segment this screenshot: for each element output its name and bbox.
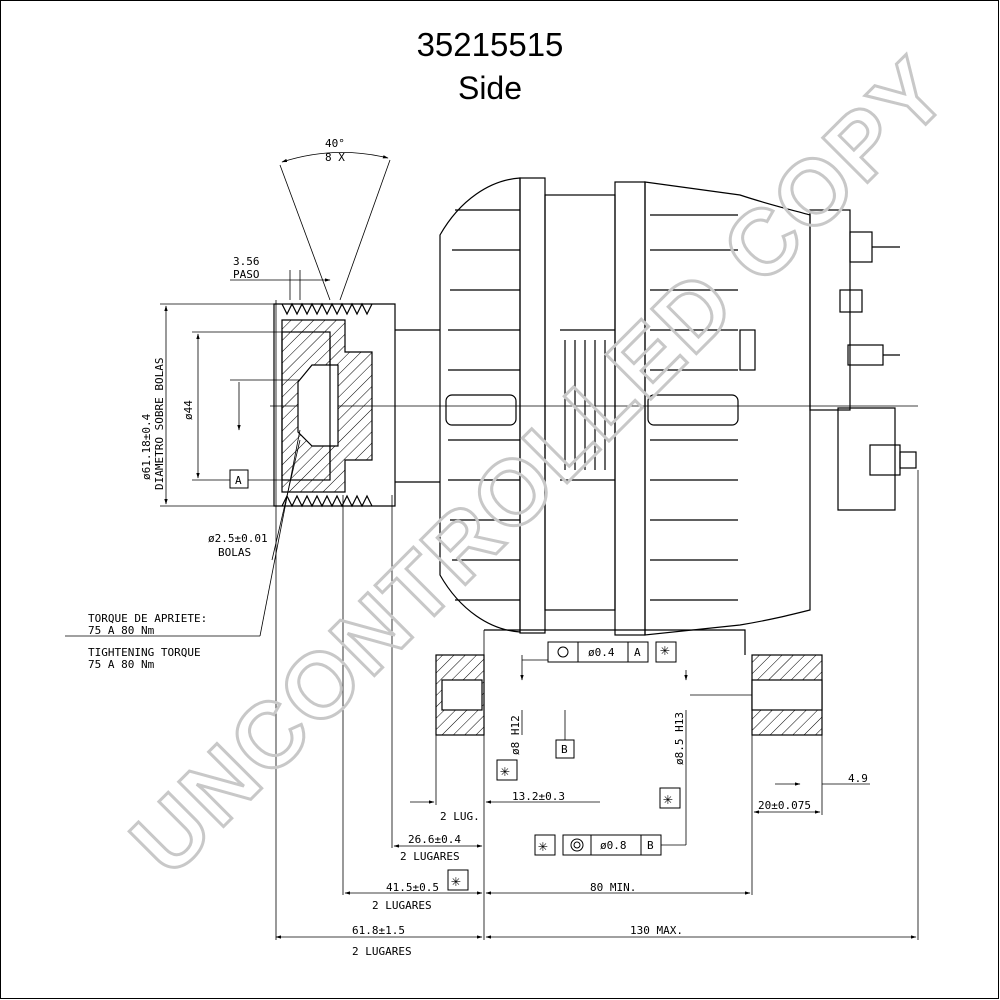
fcf-datum-a: A	[634, 646, 641, 659]
stator	[544, 181, 646, 636]
dim-61-8: 61.8±1.5	[352, 924, 405, 937]
position-tolerance: ø0.4	[588, 646, 615, 659]
datum-b-label: B	[561, 743, 568, 756]
dim-130: 130 MAX.	[630, 924, 683, 937]
view-title: Side	[457, 70, 523, 106]
torque-es-line1: TORQUE DE APRIETE:	[88, 612, 207, 625]
dim-20: 20±0.075	[758, 799, 811, 812]
dim-41-5-sub: 2 LUGARES	[372, 899, 432, 912]
angle-count-label: 8 X	[325, 151, 345, 164]
mounting-ears	[435, 629, 823, 736]
dim-41-5: 41.5±0.5	[386, 881, 439, 894]
dim-26-6: 26.6±0.4	[408, 833, 461, 846]
dim-13-2: 13.2±0.3	[512, 790, 565, 803]
special-mark-2: ✳	[500, 761, 510, 780]
special-char-mark	[655, 641, 677, 663]
datum-a-label: A	[235, 474, 242, 487]
concentricity-tolerance: ø0.8	[600, 839, 627, 852]
part-number-title: 35215515	[416, 26, 564, 63]
special-mark-5: ✳	[451, 871, 461, 890]
ball-label: BOLAS	[218, 546, 251, 559]
front-housing	[439, 177, 546, 634]
ball-diameter-label: ø61.18±0.4	[140, 413, 153, 480]
special-mark-1: ✳	[660, 640, 670, 659]
angle-label: 40°	[325, 137, 345, 150]
special-mark-3: ✳	[663, 789, 673, 808]
special-mark-4: ✳	[538, 836, 548, 855]
dim-80: 80 MIN.	[590, 881, 636, 894]
dim-4-9: 4.9	[848, 772, 868, 785]
ball-diameter-desc: DIAMETRO SOBRE BOLAS	[153, 358, 166, 490]
fcf-position-symbol	[547, 641, 579, 663]
ball-dia-label: ø2.5±0.01	[208, 532, 268, 545]
rear-housing	[644, 181, 811, 636]
torque-en-line1: TIGHTENING TORQUE	[88, 646, 201, 659]
hole-85-label: ø8.5 H13	[673, 712, 686, 765]
dim-2-lug: 2 LUG.	[440, 810, 480, 823]
torque-en-line2: 75 A 80 Nm	[88, 658, 155, 671]
terminal-block	[809, 209, 917, 511]
dim-61-8-sub: 2 LUGARES	[352, 945, 412, 958]
pitch-value: 3.56	[233, 255, 260, 268]
fcf-datum-b: B	[647, 839, 654, 852]
dia-44-label: ø44	[182, 400, 195, 420]
pulley	[273, 302, 440, 508]
hole-8-label: ø8 H12	[509, 715, 522, 755]
dim-26-6-sub: 2 LUGARES	[400, 850, 460, 863]
pitch-label: PASO	[233, 268, 260, 281]
torque-es-line2: 75 A 80 Nm	[88, 624, 155, 637]
